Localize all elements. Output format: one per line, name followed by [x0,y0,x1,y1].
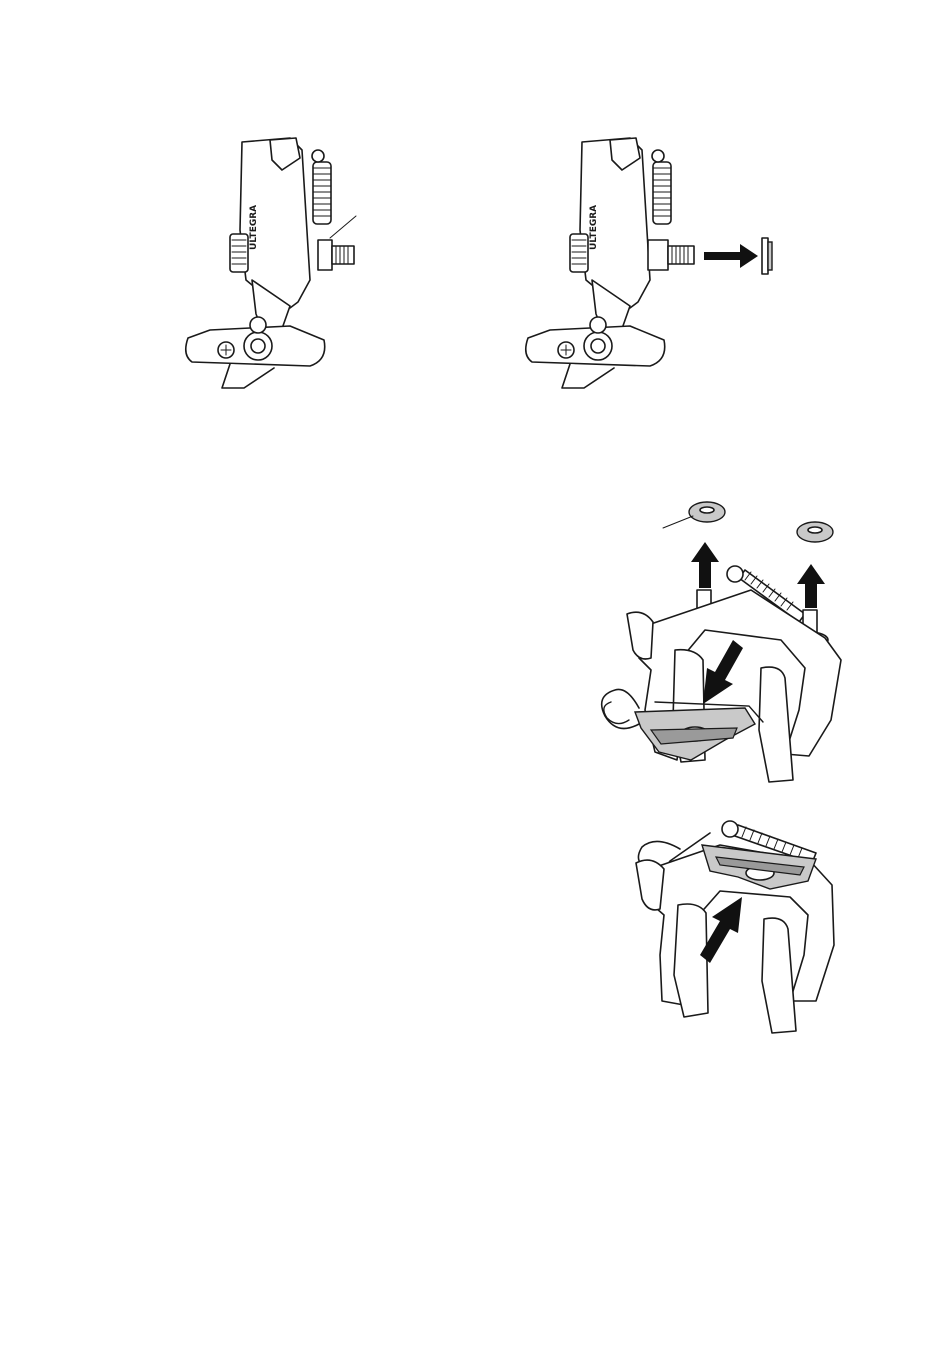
caliper-side-view-removed-illustration: ULTEGRA [510,130,790,400]
caliper-installed-illustration [620,805,860,1045]
side-view-installed-figure: ULTEGRA [170,130,380,400]
return-spring [652,150,671,224]
right-brake-shoe [759,667,793,782]
washer-leader-line [330,216,356,238]
lever-tab [222,364,274,388]
pivot-bolt [250,317,266,333]
removal-arrow [704,244,758,268]
side-view-washer-removed-figure: ULTEGRA [510,130,790,400]
bolt-housing [648,240,668,270]
brand-marking: ULTEGRA [589,205,599,250]
caliper-front-view-illustration [555,490,865,790]
caliper-washers-removed-figure [555,490,865,790]
washer-leader-line [663,516,693,528]
mounting-bolt [332,246,354,264]
down-arrow [703,640,743,704]
washer-removed [762,238,768,274]
left-pivot-block [627,612,653,659]
caliper-side-view-illustration: ULTEGRA [170,130,380,400]
left-up-arrow [691,542,719,588]
left-pivot-block [636,860,664,910]
lever-tab [562,364,614,388]
washer [318,240,332,270]
brand-marking: ULTEGRA [249,205,259,250]
right-up-arrow [797,564,825,608]
return-spring [312,150,331,224]
caliper-plate-installed-figure [620,805,860,1045]
pivot-bolt [590,317,606,333]
right-brake-shoe [762,918,796,1033]
